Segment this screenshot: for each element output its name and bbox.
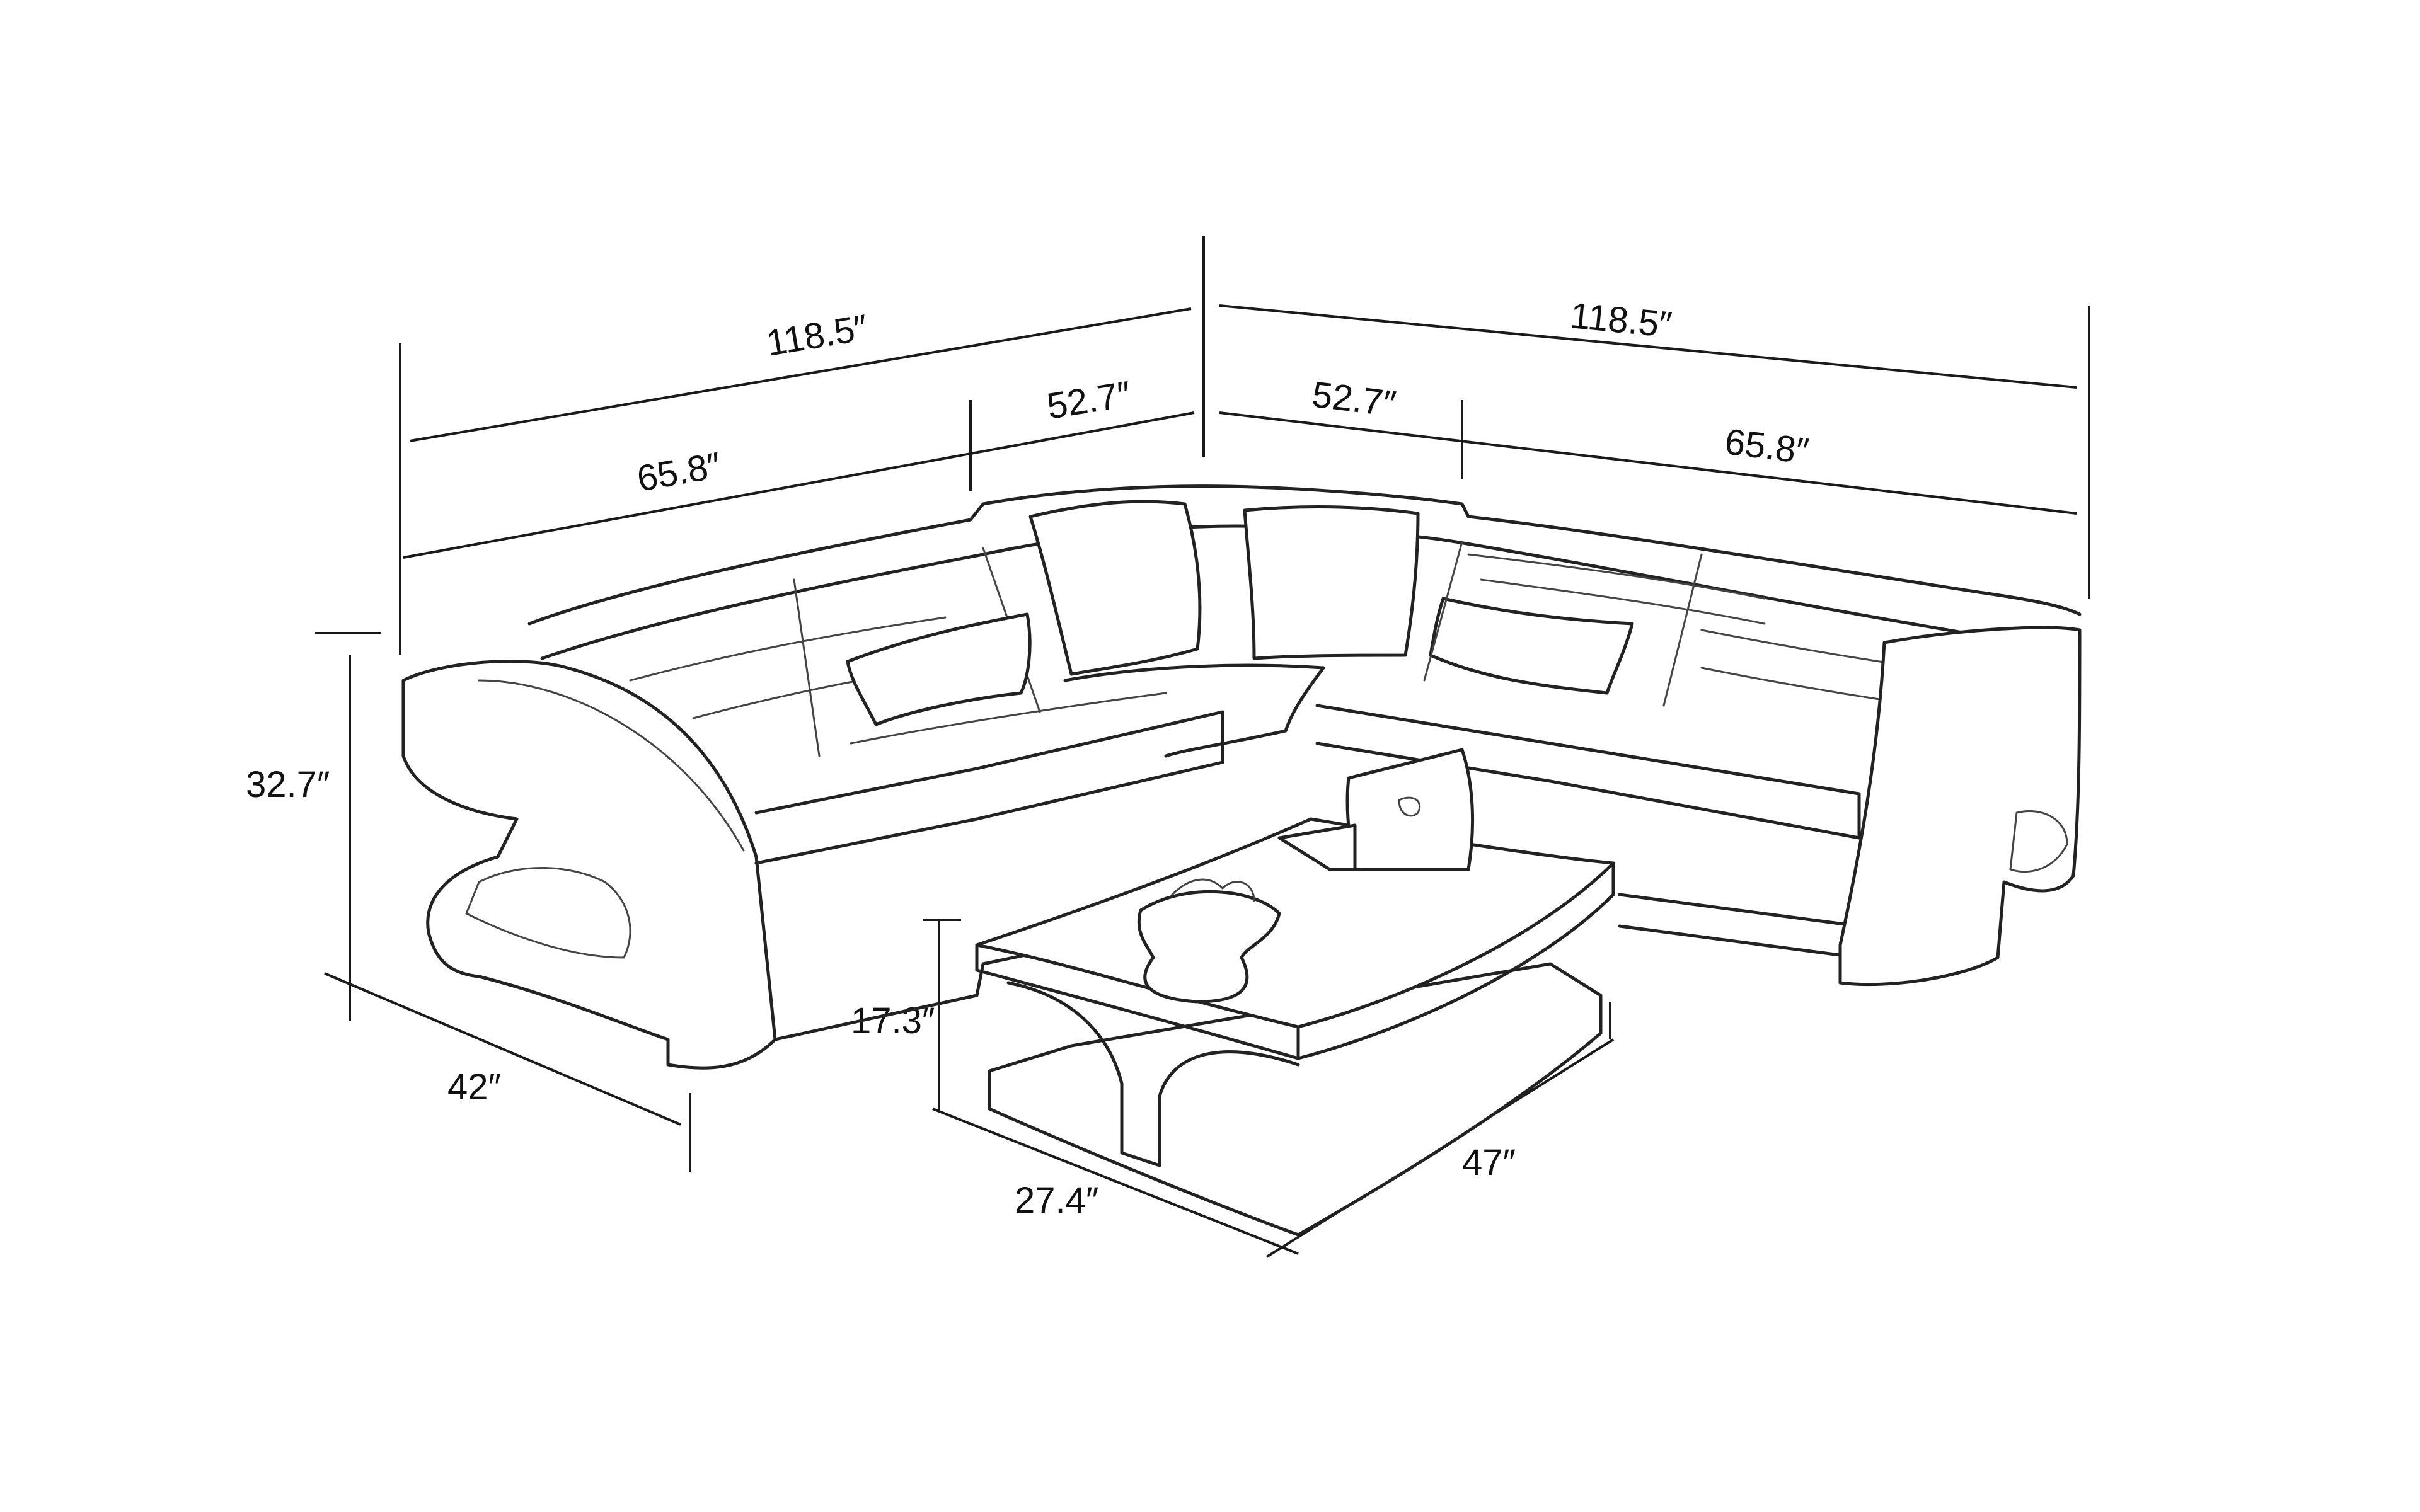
label-left-long-section: 65.8″ — [634, 445, 724, 500]
sofa-right-arm-inner — [2009, 810, 2068, 873]
sofa-left-arm-curve — [478, 679, 745, 852]
laptop-logo — [1398, 796, 1421, 817]
sofa-corner-seat — [1063, 663, 1325, 758]
sofa-pillow-right-small — [1429, 597, 1634, 695]
label-right-long-section: 65.8″ — [1722, 421, 1811, 472]
label-sofa-height: 32.7″ — [246, 764, 330, 805]
table-width-line — [932, 1108, 1299, 1255]
label-table-width: 27.4″ — [1015, 1180, 1098, 1221]
coffee-table-illustration — [975, 748, 1615, 1237]
dimension-labels: 118.5″ 118.5″ 65.8″ 52.7″ 52.7″ 65.8″ 32… — [246, 295, 1811, 1221]
left-overall-width-line — [409, 307, 1192, 442]
coffee-table-front-edge — [975, 861, 1615, 1060]
label-table-length: 47″ — [1462, 1142, 1516, 1183]
right-section-width-line — [1219, 411, 2077, 515]
sofa-pillow-right-corner — [1243, 505, 1420, 660]
sofa-pillow-left-corner — [1028, 500, 1202, 676]
sofa-right-seat-division — [1423, 541, 1703, 707]
sofa-back-top-outline — [527, 484, 2082, 626]
label-right-overall-width: 118.5″ — [1569, 295, 1674, 345]
sofa-left-arm-inner — [465, 867, 631, 959]
decorative-bowl-fruit — [1171, 878, 1255, 902]
sofa-left-seat-front — [754, 710, 1224, 865]
label-sofa-depth: 42″ — [447, 1067, 501, 1108]
label-right-corner-section: 52.7″ — [1310, 374, 1398, 425]
sofa-left-arm — [401, 660, 777, 1070]
sofa-right-seat-front — [1315, 704, 1861, 840]
laptop-keyboard — [1277, 823, 1357, 871]
sofa-depth-line — [324, 972, 681, 1126]
sectional-sofa-illustration — [401, 484, 2082, 1070]
sofa-right-seat-base — [1618, 893, 1861, 959]
coffee-table-base — [988, 962, 1603, 1237]
label-left-overall-width: 118.5″ — [763, 307, 870, 364]
coffee-table-support — [1006, 981, 1300, 1167]
right-overall-width-line — [1219, 304, 2077, 389]
sofa-right-cushion-lines — [1467, 553, 1923, 707]
sofa-right-arm — [1838, 626, 2082, 987]
left-section-width-line — [403, 411, 1195, 559]
laptop-screen — [1345, 748, 1475, 871]
sofa-pillow-left-small — [846, 612, 1032, 726]
decorative-bowl — [1137, 890, 1281, 1004]
label-left-corner-section: 52.7″ — [1044, 374, 1134, 427]
